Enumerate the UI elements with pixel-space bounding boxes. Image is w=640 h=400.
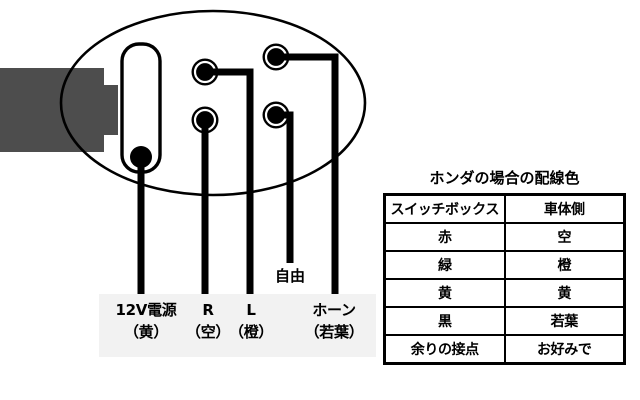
- wire-label-right-turn: R （空）: [186, 303, 230, 340]
- wire-label-horn-line1: ホーン: [312, 301, 356, 319]
- table-header-switch-box: スイッチボックス: [383, 193, 506, 224]
- wire-label-horn: ホーン （若葉）: [288, 303, 380, 340]
- table-cell-vehicle-side: 若葉: [503, 306, 626, 336]
- wire-free: [276, 111, 294, 263]
- table-header-row: スイッチボックス 車体側: [383, 193, 626, 224]
- wire-horn: [276, 53, 339, 297]
- wire-label-panel: [99, 294, 376, 357]
- table-cell-vehicle-side: 空: [503, 222, 626, 252]
- table-row: 黒 若葉: [383, 306, 626, 336]
- wire-label-right-turn-line1: R: [202, 301, 214, 319]
- wire-label-left-turn-line2: （橙）: [229, 323, 274, 341]
- table-cell-vehicle-side: お好みで: [503, 334, 626, 365]
- table-row: 緑 橙: [383, 250, 626, 280]
- table-cell-vehicle-side: 橙: [503, 250, 626, 280]
- wire-r: [205, 68, 254, 297]
- table-cell-switch-box: 黄: [383, 278, 506, 308]
- table-cell-switch-box: 余りの接点: [383, 334, 506, 365]
- wire-label-12v-power-line2: （黄）: [123, 323, 169, 341]
- table-row: 余りの接点 お好みで: [383, 334, 626, 365]
- wire-label-12v-power-line1: 12V電源: [115, 301, 177, 319]
- table-cell-switch-box: 黒: [383, 306, 506, 336]
- table-cell-vehicle-side: 黄: [503, 278, 626, 308]
- wire-label-horn-line2: （若葉）: [304, 323, 364, 341]
- wire-color-table: スイッチボックス 車体側 赤 空 緑 橙 黄 黄 黒 若葉 余りの接点: [383, 193, 626, 365]
- table-cell-switch-box: 赤: [383, 222, 506, 252]
- table-cell-switch-box: 緑: [383, 250, 506, 280]
- table-row: 赤 空: [383, 222, 626, 252]
- wire-label-left-turn-line1: L: [246, 301, 256, 319]
- wire-label-free: 自由: [274, 267, 305, 285]
- plug-tab-shape: [0, 68, 118, 152]
- table-header-vehicle-side: 車体側: [503, 193, 626, 224]
- connector-oval-outline: [59, 9, 367, 197]
- wire-color-table-title: ホンダの場合の配線色: [429, 169, 580, 187]
- table-row: 黄 黄: [383, 278, 626, 308]
- wire-label-right-turn-line2: （空）: [186, 323, 231, 341]
- wire-label-left-turn: L （橙）: [229, 303, 273, 340]
- wire-label-12v-power: 12V電源 （黄）: [98, 303, 194, 340]
